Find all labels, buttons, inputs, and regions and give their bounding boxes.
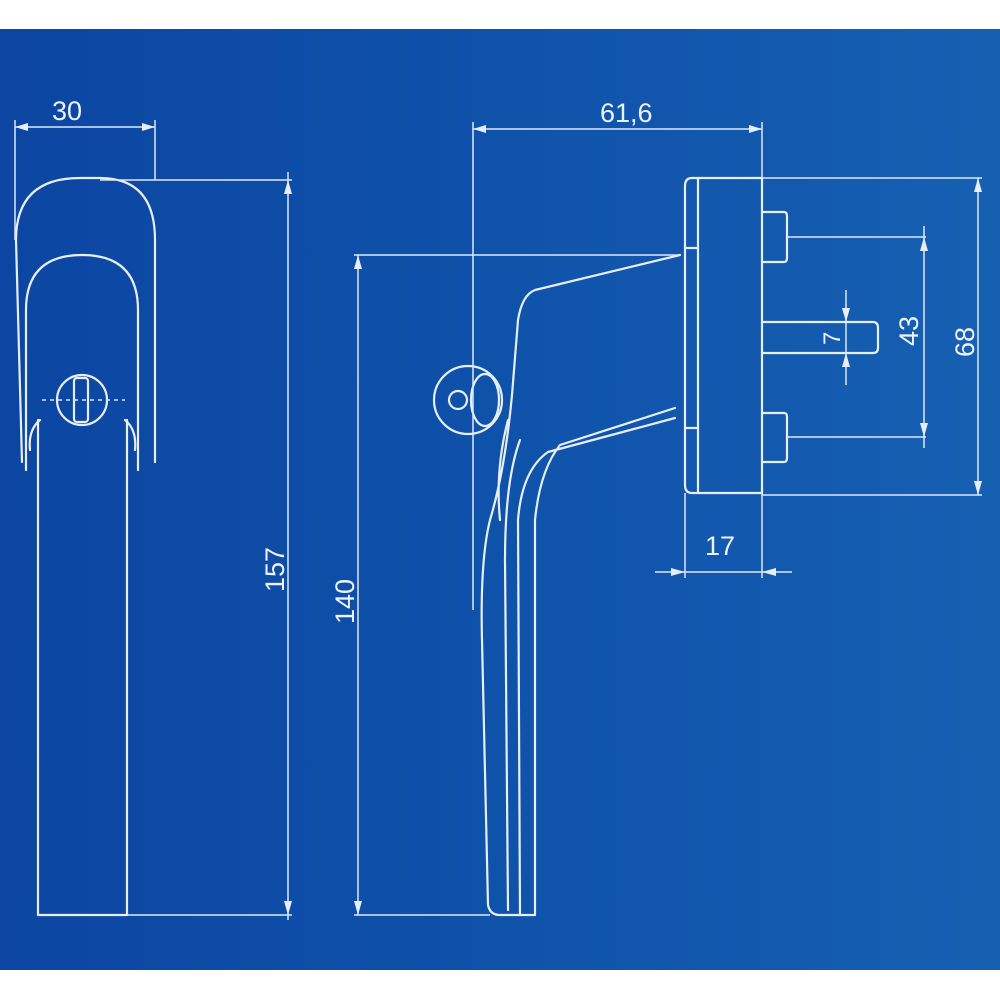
dimension-width-30: 30	[14, 96, 156, 240]
screw-pad-bottom	[760, 411, 789, 464]
dimension-rosette-68: 68	[762, 177, 982, 496]
front-outer-outline	[14, 176, 157, 464]
spindle	[760, 320, 880, 355]
dim-label-43: 43	[894, 316, 924, 346]
dimension-projection-61-6: 61,6	[472, 98, 763, 610]
side-view	[432, 176, 880, 917]
front-stem	[36, 418, 129, 917]
blueprint-background	[0, 29, 1000, 970]
dimension-depth-17: 17	[655, 493, 792, 578]
dim-label-30: 30	[52, 96, 82, 126]
dim-label-140: 140	[330, 579, 360, 624]
dim-label-68: 68	[950, 327, 980, 357]
dim-label-7: 7	[819, 332, 846, 345]
dim-label-61-6: 61,6	[600, 98, 653, 128]
lever-outline	[480, 253, 682, 917]
key-cylinder-icon	[432, 364, 504, 436]
dimension-height-157: 157	[100, 172, 292, 920]
rosette-outline	[683, 176, 764, 495]
dim-label-17: 17	[705, 531, 735, 561]
front-view	[14, 176, 157, 917]
dimension-spindle-7: 7	[819, 290, 850, 385]
front-inner-arch	[24, 253, 140, 472]
screw-pad-top	[760, 210, 789, 264]
dimension-spacing-43: 43	[787, 226, 928, 448]
dimension-lever-140: 140	[330, 254, 680, 916]
dim-label-157: 157	[260, 547, 290, 592]
